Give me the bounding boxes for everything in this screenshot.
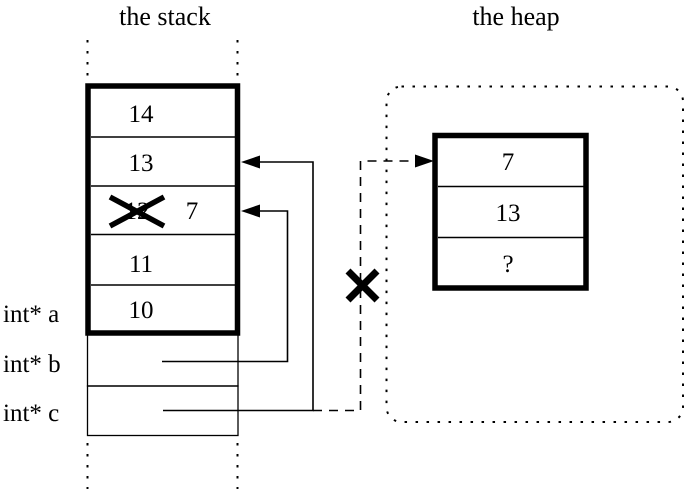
pointer-a-label: int* a <box>3 301 59 328</box>
stack-title: the stack <box>119 2 211 31</box>
stack-cell-new-value-7: 7 <box>186 198 199 225</box>
pointer-b-cell <box>86 333 239 387</box>
broken-link-cross-icon <box>345 268 380 303</box>
pointer-c-label: int* c <box>3 400 59 427</box>
heap-cell-value-7: 7 <box>502 149 515 176</box>
pointer-b-label: int* b <box>3 351 61 378</box>
heap-object-box <box>432 132 589 291</box>
stack-cell-value-10: 10 <box>129 297 154 324</box>
heap-region-outline <box>385 85 684 423</box>
stack-extent-dotted-guides <box>86 40 239 489</box>
pointer-c-arrow <box>163 155 314 412</box>
heap-object: 7 13 ? <box>432 132 589 291</box>
overwritten-value-cross-icon <box>108 194 166 229</box>
arrowhead-left-icon <box>241 155 260 169</box>
arrowhead-left-icon <box>241 204 260 218</box>
stack-cell-value-13: 13 <box>129 150 154 177</box>
pointer-b-arrow <box>162 204 289 363</box>
stack-frame-box <box>85 83 241 336</box>
arrowhead-right-icon <box>415 154 434 168</box>
stack-cell-value-14: 14 <box>129 101 155 128</box>
stack-frame: 14 13 12 7 11 10 <box>85 83 241 336</box>
pointer-variable-cells <box>86 333 239 437</box>
heap-cell-value-13: 13 <box>496 200 521 227</box>
heap-title: the heap <box>472 2 559 31</box>
heap-cell-value-unknown: ? <box>502 251 513 278</box>
dangling-pointer-dashed-arrow <box>313 154 434 412</box>
stack-cell-value-11: 11 <box>129 251 153 278</box>
